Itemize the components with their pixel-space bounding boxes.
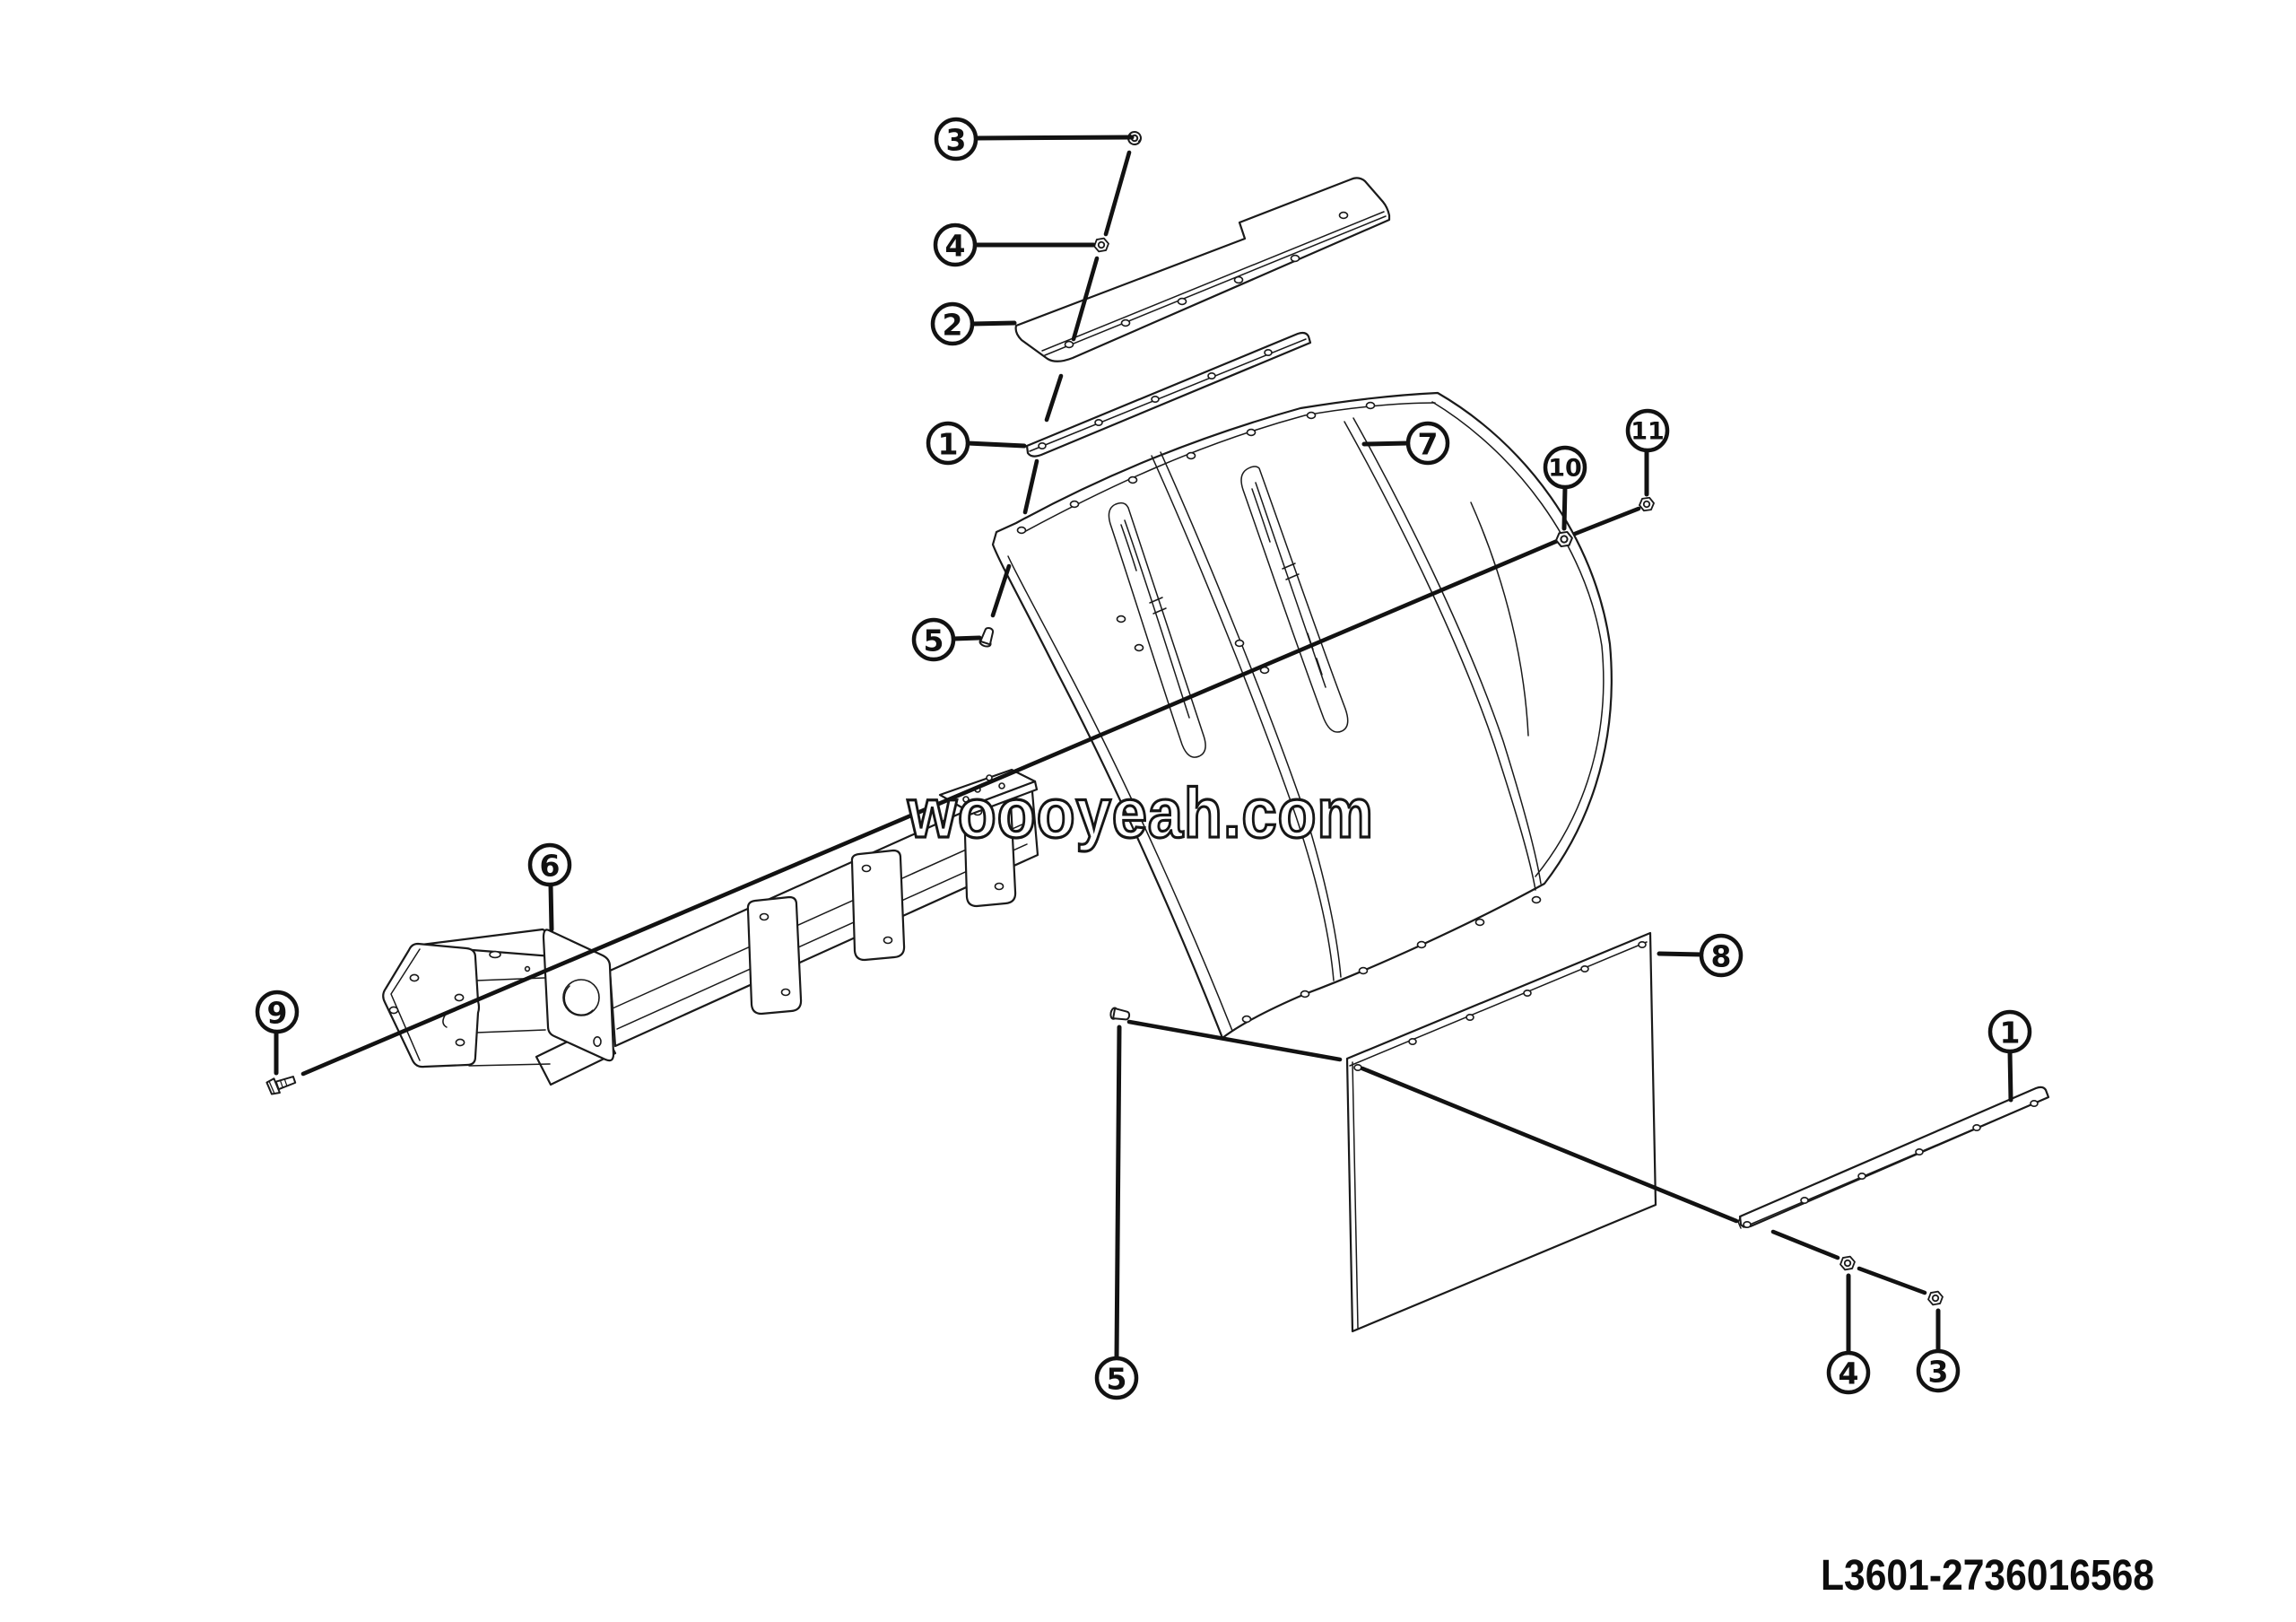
- callout-9[interactable]: 9: [255, 990, 300, 1076]
- callout-circle[interactable]: [1826, 1350, 1871, 1395]
- callout-11[interactable]: 11: [1625, 408, 1670, 497]
- nut-icon: [1838, 1255, 1857, 1271]
- callout-circle[interactable]: [1987, 1009, 2032, 1054]
- callout-number: 3: [946, 123, 967, 158]
- leader-line: [973, 135, 1135, 141]
- fender-slot-left: [1108, 501, 1206, 758]
- callout-number: 4: [945, 229, 966, 264]
- callout-4[interactable]: 4: [1826, 1273, 1871, 1395]
- pin-icon: [1109, 1006, 1132, 1023]
- part-number: L3601-2736016568: [1821, 1552, 2154, 1600]
- callout-number: 4: [1839, 1356, 1859, 1391]
- callout-circle[interactable]: [1625, 408, 1670, 453]
- callout-number: 10: [1548, 455, 1582, 483]
- leader-line: [1114, 1025, 1122, 1361]
- callout-circle[interactable]: [1405, 421, 1450, 466]
- callout-4[interactable]: 4: [933, 222, 1096, 267]
- nut-icon: [1638, 496, 1656, 512]
- callout-number: 2: [943, 308, 963, 343]
- callout-layer: 3 4 2 1 5 7 10 11 6 9 8 5 1 4 3: [255, 117, 2032, 1400]
- callout-circle[interactable]: [934, 117, 978, 161]
- watermark: woooyeah.com: [907, 773, 1374, 852]
- callout-circle[interactable]: [1699, 933, 1744, 978]
- callout-5[interactable]: 5: [911, 617, 982, 662]
- clamp-tab-1: [746, 895, 803, 1016]
- fastener-axis-line: [1103, 150, 1132, 237]
- part-1-strip-top: [1025, 331, 1312, 458]
- callout-number: 3: [1928, 1355, 1949, 1390]
- fender-holes: [1016, 401, 1542, 1024]
- leader-line: [548, 882, 554, 932]
- frame-front-plate: [382, 942, 481, 1068]
- callout-number: 7: [1418, 427, 1439, 462]
- callout-1[interactable]: 1: [926, 421, 1027, 466]
- callout-circle[interactable]: [926, 421, 970, 466]
- fastener-axis-line: [990, 563, 1012, 618]
- fastener-axis-line: [1044, 373, 1064, 423]
- fastener-axis-line: [1770, 1229, 1840, 1260]
- nut-icon: [1091, 237, 1111, 253]
- callout-number: 5: [1107, 1362, 1127, 1397]
- leader-line: [1361, 440, 1411, 447]
- fender-seam-right: [1344, 421, 1536, 891]
- callout-circle[interactable]: [527, 842, 572, 887]
- leader-line: [1561, 484, 1568, 531]
- callout-1[interactable]: 1: [1987, 1009, 2032, 1103]
- callout-3[interactable]: 3: [934, 117, 1135, 161]
- callout-circle[interactable]: [933, 222, 978, 267]
- part-7-fender-panel: [991, 391, 1613, 1040]
- fastener-axis-line: [1022, 458, 1039, 515]
- fastener-axis-layer: [265, 129, 1945, 1306]
- callout-7[interactable]: 7: [1361, 421, 1450, 466]
- fastener-axis-line: [1360, 1066, 1739, 1224]
- part-8-mud-flap: [1345, 931, 1657, 1333]
- callout-3[interactable]: 3: [1916, 1308, 1961, 1393]
- callout-number: 8: [1711, 939, 1732, 974]
- hexbolt-icon: [265, 1071, 298, 1097]
- callout-circle[interactable]: [930, 301, 975, 346]
- part-1-strip-bottom: [1737, 1086, 2050, 1229]
- callout-number: 11: [1631, 418, 1665, 446]
- callout-number: 5: [924, 624, 944, 658]
- fastener-axis-line: [1126, 1019, 1343, 1062]
- callout-number: 1: [2000, 1016, 2021, 1051]
- callout-circle[interactable]: [255, 990, 300, 1034]
- fastener-axis-line: [1572, 506, 1641, 536]
- callout-2[interactable]: 2: [930, 301, 1017, 346]
- leader-line: [965, 440, 1027, 449]
- fastener-axis-line: [1857, 1266, 1927, 1295]
- callout-6[interactable]: 6: [527, 842, 572, 932]
- callout-circle[interactable]: [1916, 1348, 1961, 1393]
- callout-circle[interactable]: [1543, 445, 1587, 490]
- callout-number: 9: [267, 996, 288, 1031]
- frame-flange-plate: [542, 929, 615, 1062]
- callout-number: 6: [540, 849, 561, 884]
- beam-top-plate: [938, 768, 1039, 818]
- nut-icon: [1926, 1290, 1945, 1306]
- callout-10[interactable]: 10: [1543, 445, 1587, 531]
- callout-circle[interactable]: [1094, 1356, 1139, 1400]
- callout-circle[interactable]: [911, 617, 956, 662]
- fastener-axis-line: [300, 536, 1564, 1077]
- leader-line: [970, 320, 1017, 327]
- leader-line: [2007, 1049, 2013, 1103]
- leader-line: [951, 635, 982, 641]
- fender-outline: [991, 391, 1613, 1040]
- fender-seam-left: [1151, 455, 1335, 981]
- part-2-cover-plate: [1014, 177, 1391, 362]
- clamp-tab-2: [850, 849, 906, 962]
- callout-5[interactable]: 5: [1094, 1025, 1139, 1400]
- fastener-axis-line: [1071, 256, 1100, 342]
- leader-line: [1657, 951, 1704, 957]
- callout-number: 1: [938, 427, 959, 462]
- callout-8[interactable]: 8: [1657, 933, 1744, 978]
